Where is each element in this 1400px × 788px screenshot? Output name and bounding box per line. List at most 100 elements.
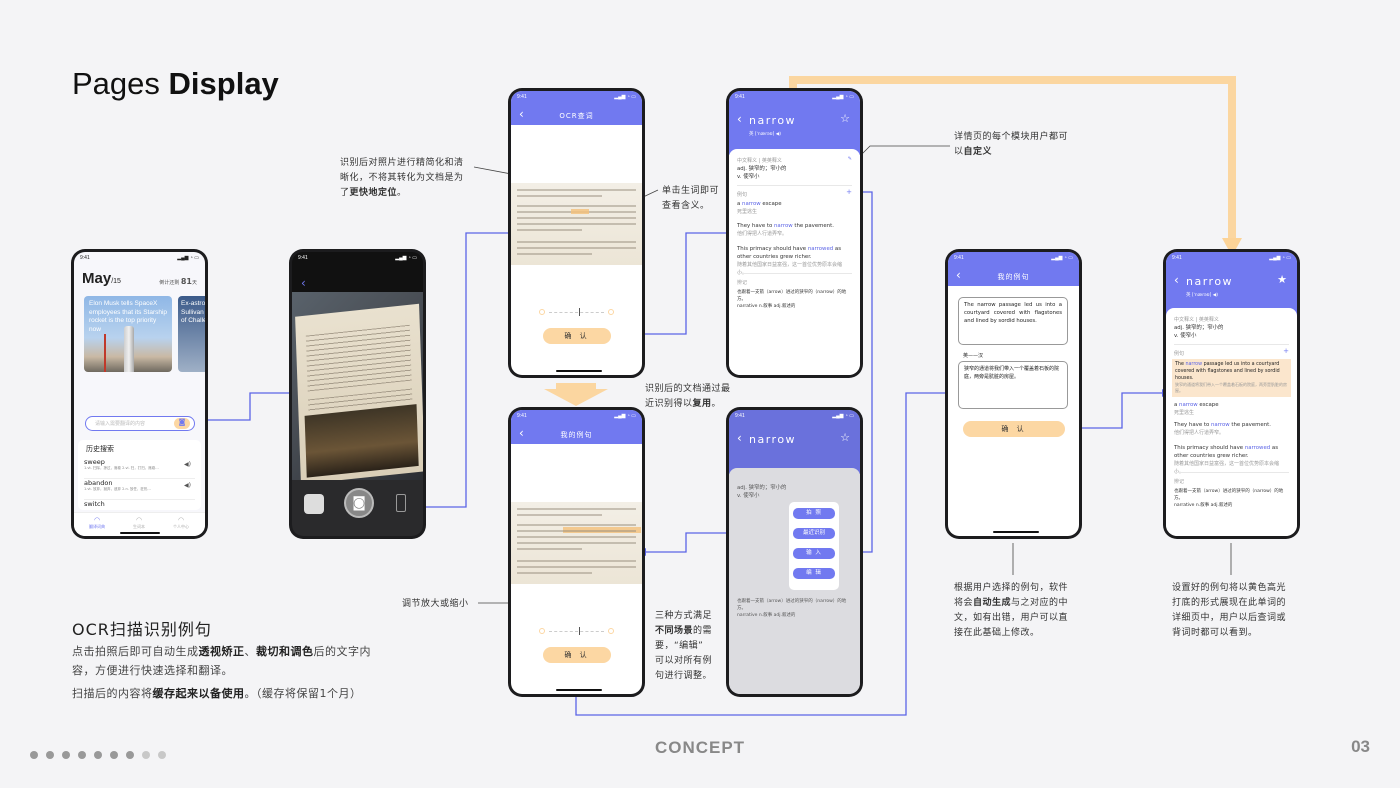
phonetic: 英 [ˈnærəʊ] ◀) bbox=[1186, 293, 1219, 298]
section-heading: OCR扫描识别例句 bbox=[72, 620, 212, 639]
star-icon[interactable]: ☆ bbox=[840, 431, 850, 444]
page-dot[interactable] bbox=[126, 751, 134, 759]
back-icon[interactable]: ‹ bbox=[519, 107, 524, 121]
zoom-slider[interactable] bbox=[539, 308, 614, 316]
news-headline-2: Ex-astro Sullivan point of Challen bbox=[181, 300, 205, 324]
search-input[interactable]: 请输入需要翻译的内容 ◙ bbox=[85, 416, 195, 431]
phone-word-detail: 9:41▂▄▆ ◔ ▭ ‹ narrow ☆ 英 [ˈnærəʊ] ◀) 中文释… bbox=[726, 88, 863, 378]
note-zoom: 调节放大或缩小 bbox=[402, 599, 469, 609]
tab-bar: ◠翻译词典 ◠生词本 ◠个人中心 bbox=[74, 512, 205, 536]
history-list: sweep 1.vt. 扫除，掠过，席卷 2.vi. 扫，打扫，席卷… ◀) a… bbox=[84, 458, 195, 510]
camera-icon[interactable]: ◙ bbox=[174, 418, 190, 429]
page-dot[interactable] bbox=[30, 751, 38, 759]
note-label: 辨记 bbox=[1174, 479, 1185, 485]
page-dots bbox=[30, 744, 174, 763]
back-icon[interactable]: ‹ bbox=[519, 426, 524, 440]
gallery-thumbnail[interactable] bbox=[304, 494, 324, 514]
menu-item-edit[interactable]: 编 辑 bbox=[793, 568, 835, 579]
section-description: 点击拍照后即可自动生成透视矫正、裁切和调色后的文字内 容，方便进行快速选择和翻译… bbox=[72, 645, 371, 700]
phone-ocr: 9:41▂▄▆ ◔ ▭ ‹ OCR查词 确 认 bbox=[508, 88, 645, 378]
scanned-document[interactable] bbox=[511, 183, 642, 265]
star-filled-icon[interactable]: ★ bbox=[1277, 273, 1287, 286]
list-item[interactable]: sweep 1.vt. 扫除，掠过，席卷 2.vi. 扫，打扫，席卷… ◀) bbox=[84, 458, 195, 479]
example-label: 例句 bbox=[737, 192, 748, 198]
list-item[interactable]: abandon 1.vt. 放弃，抛弃，遗弃 2.n. 放任，狂热… ◀) bbox=[84, 479, 195, 500]
word-title: narrow bbox=[1186, 275, 1234, 288]
history-title: 历史搜索 bbox=[86, 445, 114, 453]
word-highlight[interactable] bbox=[571, 209, 589, 214]
page-number: 03 bbox=[1351, 737, 1370, 756]
note-three-ways: 三种方式满足不同场景的需 要，“编辑”可以对所有例句进行调整。 bbox=[655, 611, 713, 681]
add-icon[interactable]: + bbox=[846, 188, 852, 196]
confirm-button[interactable]: 确 认 bbox=[963, 421, 1065, 437]
confirm-button[interactable]: 确 认 bbox=[543, 328, 611, 344]
english-sentence-field[interactable]: The narrow passage led us into a courtya… bbox=[958, 297, 1068, 345]
screen-title: OCR查词 bbox=[559, 112, 594, 120]
phone-camera: 9:41▂▄▆ ◔ ▭ ‹ ◙ bbox=[289, 249, 426, 539]
edit-icon[interactable]: ✎ bbox=[847, 156, 852, 162]
page-dot[interactable] bbox=[46, 751, 54, 759]
news-card-2[interactable]: Ex-astro Sullivan point of Challen bbox=[178, 296, 205, 372]
star-icon[interactable]: ☆ bbox=[840, 112, 850, 125]
page-dot[interactable] bbox=[158, 751, 166, 759]
tab-translate[interactable]: ◠翻译词典 bbox=[89, 516, 105, 529]
example-2: They have to narrow the pavement.他们得把人行道… bbox=[1174, 422, 1271, 436]
back-icon[interactable]: ‹ bbox=[737, 112, 742, 126]
shutter-button[interactable]: ◙ bbox=[344, 488, 374, 518]
back-icon[interactable]: ‹ bbox=[737, 431, 742, 445]
back-icon[interactable]: ‹ bbox=[956, 268, 961, 282]
confirm-button[interactable]: 确 认 bbox=[543, 647, 611, 663]
menu-item-recent[interactable]: 最近识别 bbox=[793, 528, 835, 539]
chinese-translation-field[interactable]: 狭窄的通道将我们带入一个覆盖着石板的院庭，两旁是肮脏的房屋。 bbox=[958, 361, 1068, 409]
screen-title: 我的例句 bbox=[560, 431, 593, 439]
page-dot[interactable] bbox=[78, 751, 86, 759]
note-simplify: 识别后对照片进行精简化和清晰化，不将其转化为文档是为 了更快地定位。 bbox=[340, 158, 464, 198]
history-panel: 历史搜索 sweep 1.vt. 扫除，掠过，席卷 2.vi. 扫，打扫，席卷…… bbox=[78, 440, 201, 510]
news-card[interactable]: Elon Musk tells SpaceX employees that it… bbox=[84, 296, 172, 372]
camera-viewfinder[interactable] bbox=[292, 292, 423, 485]
list-item[interactable]: switch bbox=[84, 500, 105, 508]
menu-item-photo[interactable]: 拍 照 bbox=[793, 508, 835, 519]
scanned-document[interactable] bbox=[511, 502, 642, 584]
note-text: 也跟着一支箭（arrow）进过的狭窄的（narrow）的地方。narrative… bbox=[737, 290, 847, 309]
zoom-slider[interactable] bbox=[539, 627, 614, 635]
speaker-icon[interactable]: ◀) bbox=[184, 482, 191, 489]
screen-title: 我的例句 bbox=[997, 273, 1030, 281]
highlighted-example: The narrow passage led us into a courtya… bbox=[1172, 359, 1291, 397]
flashlight-icon[interactable] bbox=[396, 494, 406, 512]
page-dot[interactable] bbox=[62, 751, 70, 759]
back-icon[interactable]: ‹ bbox=[1174, 273, 1179, 287]
dimmed-note: 也跟着一支箭（arrow）进过的狭窄的（narrow）的地方。narrative… bbox=[737, 599, 847, 618]
word-title: narrow bbox=[749, 114, 797, 127]
note-auto-translate: 根据用户选择的例句，软件将会自动生成与之对应的中 文，如有出错，用户可以直接在此… bbox=[954, 583, 1069, 638]
note-customize: 详情页的每个模块用户都可以自定义 bbox=[954, 132, 1069, 157]
add-icon[interactable]: + bbox=[1283, 347, 1289, 355]
nav-header: 9:41▂▄▆ ◔ ▭ ‹ narrow ☆ bbox=[729, 410, 860, 474]
phone-my-sentences: 9:41▂▄▆ ◔ ▭ ‹ 我的例句 确 认 bbox=[508, 407, 645, 697]
back-icon[interactable]: ‹ bbox=[301, 276, 306, 290]
meaning-label: 中文释义 | 英英释义 bbox=[737, 158, 782, 164]
footer-label: CONCEPT bbox=[654, 738, 746, 757]
countdown: 倒计还剩 81天 bbox=[159, 277, 197, 286]
status-bar: 9:41▂▄▆ ◔ ▭ bbox=[735, 94, 854, 100]
menu-item-input[interactable]: 输 入 bbox=[793, 548, 835, 559]
status-bar: 9:41▂▄▆ ◔ ▭ bbox=[298, 255, 417, 261]
status-bar: 9:41▂▄▆ ◔ ▭ bbox=[735, 413, 854, 419]
tab-vocab[interactable]: ◠生词本 bbox=[133, 516, 145, 529]
tab-profile[interactable]: ◠个人中心 bbox=[173, 516, 189, 529]
speaker-icon[interactable]: ◀) bbox=[184, 461, 191, 468]
status-bar: 9:41▂▄▆ ◔ ▭ bbox=[80, 255, 199, 261]
note-text: 也跟着一支箭（arrow）进过的狭窄的（narrow）的地方。narrative… bbox=[1174, 489, 1284, 508]
page-dot[interactable] bbox=[110, 751, 118, 759]
meaning-label: 中文释义 | 英英释义 bbox=[1174, 317, 1219, 323]
nav-header: 9:41▂▄▆ ◔ ▭ ‹ narrow ★ 英 [ˈnærəʊ] ◀) bbox=[1166, 252, 1297, 316]
status-bar: 9:41▂▄▆ ◔ ▭ bbox=[954, 255, 1073, 261]
example-label: 例句 bbox=[1174, 351, 1185, 357]
page-dot[interactable] bbox=[94, 751, 102, 759]
page-dot[interactable] bbox=[142, 751, 150, 759]
